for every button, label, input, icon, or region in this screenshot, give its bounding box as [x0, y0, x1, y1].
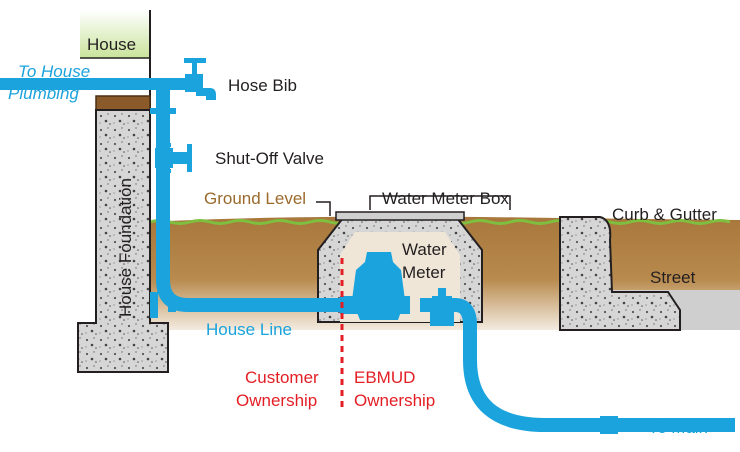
house-foundation-label: House Foundation: [116, 178, 135, 317]
ebmud-ownership-label-line2: Ownership: [354, 391, 435, 410]
curb-gutter-label: Curb & Gutter: [612, 205, 717, 224]
shut-off-valve-label: Shut-Off Valve: [215, 149, 324, 168]
water-meter-label-line1: Water: [402, 240, 447, 259]
house-label: House: [87, 35, 136, 54]
ground-level-label: Ground Level: [204, 189, 306, 208]
water-meter-icon: [340, 252, 454, 326]
to-house-plumbing-label-line2: Plumbing: [8, 84, 79, 103]
water-meter-label-line2: Meter: [402, 263, 446, 282]
shut-off-valve-icon: [155, 143, 192, 173]
house-foundation: [77, 109, 169, 373]
to-main-label: To Main: [649, 418, 709, 437]
ebmud-ownership-label-line1: EBMUD: [354, 368, 415, 387]
house-wall: [80, 10, 150, 58]
water-meter-box-label: Water Meter Box: [382, 189, 509, 208]
hose-bib-label: Hose Bib: [228, 76, 297, 95]
to-house-plumbing-label-line1: To House: [18, 62, 90, 81]
meter-box-lid: [335, 211, 465, 221]
customer-ownership-label-line2: Ownership: [236, 391, 317, 410]
street-label: Street: [650, 268, 696, 287]
hose-bib-icon: [184, 58, 216, 100]
wood-sill: [95, 95, 151, 111]
house-line-label: House Line: [206, 320, 292, 339]
curb-gutter: [559, 216, 681, 331]
customer-ownership-label-line1: Customer: [245, 368, 319, 387]
